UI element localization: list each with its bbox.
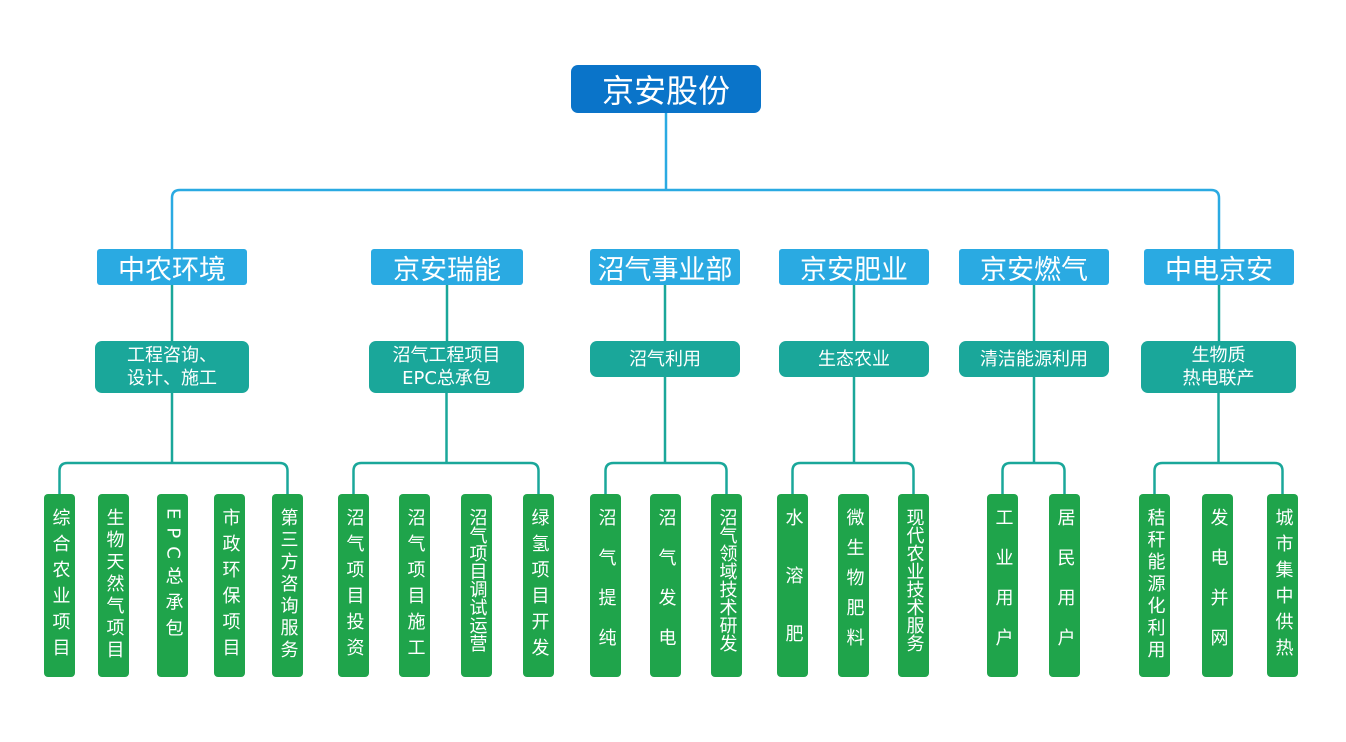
business-label: 生态农业: [818, 348, 890, 370]
business-node: 生物质 热电联产: [1141, 341, 1296, 393]
item-label: 城市集中供热: [1272, 508, 1294, 664]
item-node: 发电并网: [1202, 494, 1233, 677]
business-label: 生物质 热电联产: [1182, 345, 1255, 389]
business-label: 沼气工程项目 EPC总承包: [392, 345, 501, 389]
division-node: 京安瑞能: [371, 249, 523, 286]
item-node: 沼气项目施工: [399, 494, 430, 677]
item-bus-line: [1153, 461, 1284, 494]
item-node: 绿氢项目开发: [523, 494, 554, 677]
item-label: 沼气提纯: [595, 508, 617, 668]
item-label: 现代农业技术服务: [903, 508, 925, 652]
item-node: 沼气提纯: [590, 494, 621, 677]
division-node: 京安肥业: [779, 249, 929, 286]
item-node: 现代农业技术服务: [898, 494, 929, 677]
item-bus-line: [58, 461, 289, 494]
top-bus-line: [170, 188, 1221, 249]
item-node: 第三方咨询服务: [272, 494, 303, 677]
root-node: 京安股份: [571, 65, 761, 113]
item-node: 沼气领域技术研发: [711, 494, 742, 677]
business-node: 沼气利用: [590, 341, 740, 377]
item-node: 微生物肥料: [838, 494, 869, 677]
item-node: 沼气发电: [650, 494, 681, 677]
item-node: 工业用户: [987, 494, 1018, 677]
business-label: 工程咨询、 设计、施工: [127, 345, 217, 389]
item-label: 沼气项目施工: [404, 508, 426, 664]
item-label: 居民用户: [1054, 508, 1076, 668]
item-node: EPC总承包: [157, 494, 188, 677]
item-node: 秸秆能源化利用: [1139, 494, 1170, 677]
item-node: 沼气项目投资: [338, 494, 369, 677]
business-label: 清洁能源利用: [980, 348, 1088, 370]
business-node: 生态农业: [779, 341, 929, 377]
item-label: 综合农业项目: [49, 508, 71, 664]
business-node: 沼气工程项目 EPC总承包: [369, 341, 524, 393]
item-label: 发电并网: [1207, 508, 1229, 668]
item-label: 市政环保项目: [219, 508, 241, 664]
item-label: 沼气领域技术研发: [716, 508, 738, 652]
item-label: 工业用户: [992, 508, 1014, 668]
item-label: 秸秆能源化利用: [1144, 508, 1166, 662]
item-node: 水溶肥: [777, 494, 808, 682]
item-node: 生物天然气项目: [98, 494, 129, 677]
item-bus-line: [604, 461, 728, 494]
item-label: 绿氢项目开发: [528, 508, 550, 664]
item-label: 沼气发电: [655, 508, 677, 668]
item-label: 沼气项目投资: [343, 508, 365, 664]
business-label: 沼气利用: [629, 348, 701, 370]
business-node: 清洁能源利用: [959, 341, 1109, 377]
business-node: 工程咨询、 设计、施工: [95, 341, 249, 393]
item-node: 综合农业项目: [44, 494, 75, 677]
item-label: 水溶肥: [782, 508, 804, 682]
item-node: 市政环保项目: [214, 494, 245, 677]
item-label: 微生物肥料: [843, 508, 865, 658]
item-label: 第三方咨询服务: [277, 508, 299, 662]
division-node: 沼气事业部: [590, 249, 740, 286]
item-bus-line: [791, 461, 915, 494]
item-node: 城市集中供热: [1267, 494, 1298, 677]
item-label: 沼气项目调试运营: [466, 508, 488, 652]
item-node: 沼气项目调试运营: [461, 494, 492, 677]
division-node: 中农环境: [97, 249, 247, 286]
division-node: 京安燃气: [959, 249, 1109, 286]
division-node: 中电京安: [1144, 249, 1294, 286]
item-bus-line: [1001, 461, 1066, 494]
item-bus-line: [352, 461, 540, 494]
item-node: 居民用户: [1049, 494, 1080, 677]
item-label: 生物天然气项目: [103, 508, 125, 662]
item-label: EPC总承包: [162, 508, 184, 645]
